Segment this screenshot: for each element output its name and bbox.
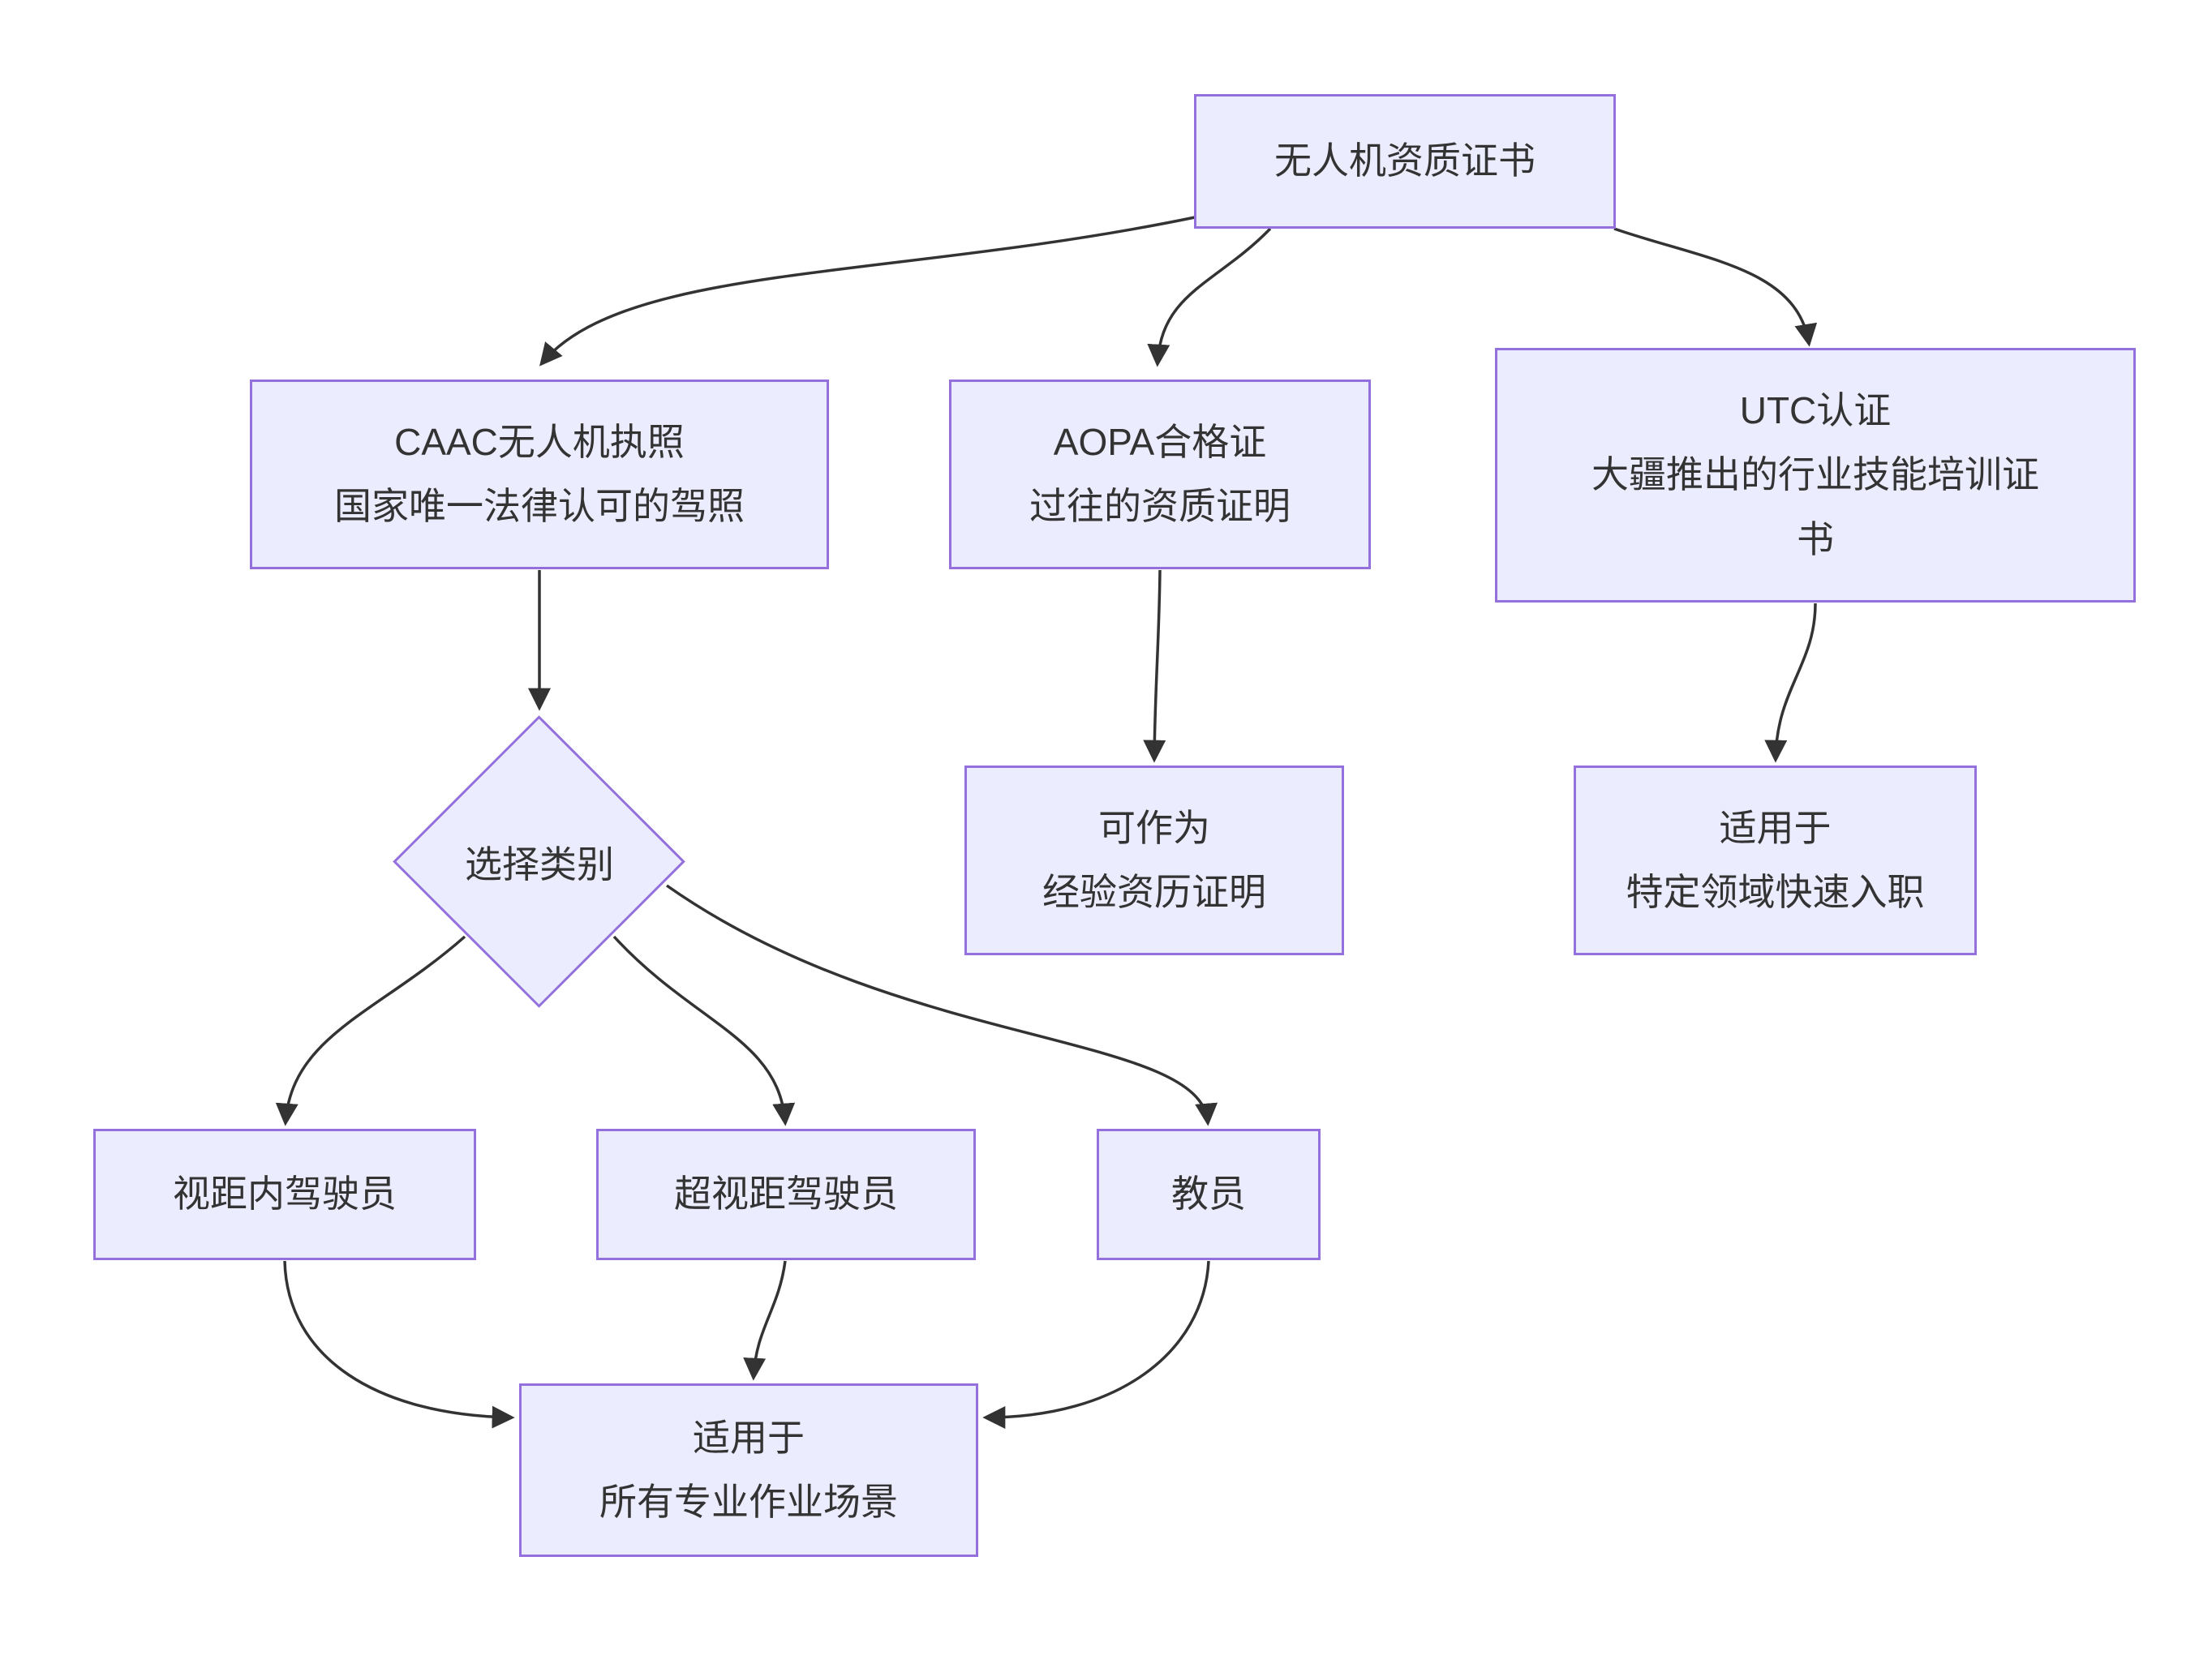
edge-root-utc xyxy=(1613,227,1818,347)
node-instructor-label: 教员 xyxy=(1171,1173,1246,1216)
edge-instructor-final xyxy=(982,1260,1210,1429)
node-aopa-child-label-2: 经验资历证明 xyxy=(1042,871,1266,913)
node-root-label: 无人机资质证书 xyxy=(1274,139,1536,182)
node-aopa-label-2: 过往的资质证明 xyxy=(1029,485,1291,527)
node-utc-child-label-1: 适用于 xyxy=(1719,806,1832,849)
node-root: 无人机资质证书 xyxy=(1194,94,1616,229)
node-final: 适用于 所有专业作业场景 xyxy=(519,1383,978,1557)
node-utc-label-2: 大疆推出的行业技能培训证 xyxy=(1591,453,2039,496)
node-vlos-pilot-label: 视距内驾驶员 xyxy=(173,1173,397,1216)
edge-vlos-final xyxy=(283,1260,515,1429)
node-aopa-child: 可作为 经验资历证明 xyxy=(964,766,1344,955)
node-aopa-label-1: AOPA合格证 xyxy=(1053,420,1267,463)
edge-decision-instructor xyxy=(665,884,1218,1126)
node-bvlos-pilot: 超视距驾驶员 xyxy=(596,1129,976,1260)
edge-root-aopa xyxy=(1147,227,1272,367)
node-caac-label-1: CAAC无人机执照 xyxy=(394,420,685,463)
node-final-label-2: 所有专业作业场景 xyxy=(599,1481,898,1523)
node-decision: 选择类别 xyxy=(393,715,685,1008)
node-utc: UTC认证 大疆推出的行业技能培训证 书 xyxy=(1495,348,2136,603)
edge-decision-bvlos xyxy=(612,935,796,1126)
node-final-label-1: 适用于 xyxy=(693,1416,805,1459)
edge-root-caac xyxy=(539,216,1196,367)
node-utc-label-3: 书 xyxy=(1797,517,1834,560)
node-utc-label-1: UTC认证 xyxy=(1739,389,1892,432)
node-utc-child: 适用于 特定领域快速入职 xyxy=(1574,766,1977,955)
node-utc-child-label-2: 特定领域快速入职 xyxy=(1626,871,1925,913)
edge-bvlos-final xyxy=(743,1260,787,1381)
node-aopa-child-label-1: 可作为 xyxy=(1098,806,1210,849)
edge-decision-vlos xyxy=(275,935,466,1126)
node-instructor: 教员 xyxy=(1097,1129,1321,1260)
node-aopa: AOPA合格证 过往的资质证明 xyxy=(949,380,1371,569)
node-caac-label-2: 国家唯一法律认可的驾照 xyxy=(334,485,745,527)
edge-utc-utcchild xyxy=(1764,603,1817,763)
edge-aopa-aopachild xyxy=(1143,569,1166,763)
node-caac: CAAC无人机执照 国家唯一法律认可的驾照 xyxy=(250,380,829,569)
node-bvlos-pilot-label: 超视距驾驶员 xyxy=(674,1173,898,1216)
node-vlos-pilot: 视距内驾驶员 xyxy=(93,1129,476,1260)
node-decision-label: 选择类别 xyxy=(465,843,614,886)
